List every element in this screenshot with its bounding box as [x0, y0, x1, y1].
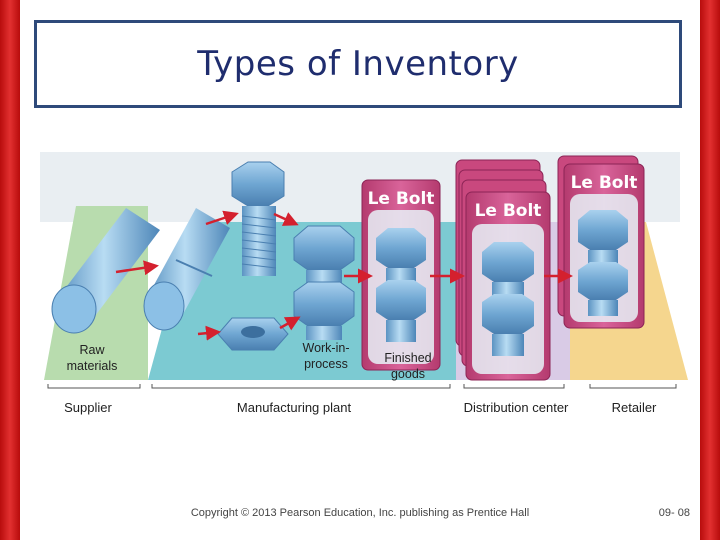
- package-brand-label: Le Bolt: [368, 189, 435, 209]
- section-manufacturing-plant: Manufacturing plant: [237, 400, 352, 415]
- finished-goods-label-line1: Finished: [384, 351, 431, 365]
- page-number: 09- 08: [620, 507, 690, 519]
- work-in-process-label-line2: process: [304, 357, 348, 371]
- section-retailer: Retailer: [612, 400, 657, 415]
- inventory-diagram: Le Bolt Le Bolt Le Bolt: [36, 148, 692, 438]
- left-red-border: [0, 0, 20, 540]
- section-brackets: [48, 384, 676, 388]
- copyright-footer: Copyright © 2013 Pearson Education, Inc.…: [180, 507, 540, 519]
- section-supplier: Supplier: [64, 400, 112, 415]
- slide-title: Types of Inventory: [197, 44, 519, 84]
- distribution-brand-label: Le Bolt: [475, 201, 542, 221]
- raw-materials-label-line1: Raw: [79, 343, 105, 357]
- retailer-bracket: [590, 384, 676, 388]
- right-red-border: [700, 0, 720, 540]
- manufacturing-bracket: [152, 384, 450, 388]
- title-box: Types of Inventory: [34, 20, 682, 108]
- distribution-packages: Le Bolt: [456, 160, 550, 380]
- section-distribution-center: Distribution center: [464, 400, 569, 415]
- retailer-brand-label: Le Bolt: [571, 173, 638, 193]
- raw-materials-label-line2: materials: [67, 359, 118, 373]
- distribution-bracket: [464, 384, 564, 388]
- retailer-packages: Le Bolt: [558, 156, 644, 328]
- supplier-bracket: [48, 384, 140, 388]
- work-in-process-label-line1: Work-in-: [303, 341, 350, 355]
- finished-goods-label-line2: goods: [391, 367, 425, 381]
- nut-blank: [218, 318, 288, 350]
- finished-goods-package: Le Bolt: [362, 180, 440, 370]
